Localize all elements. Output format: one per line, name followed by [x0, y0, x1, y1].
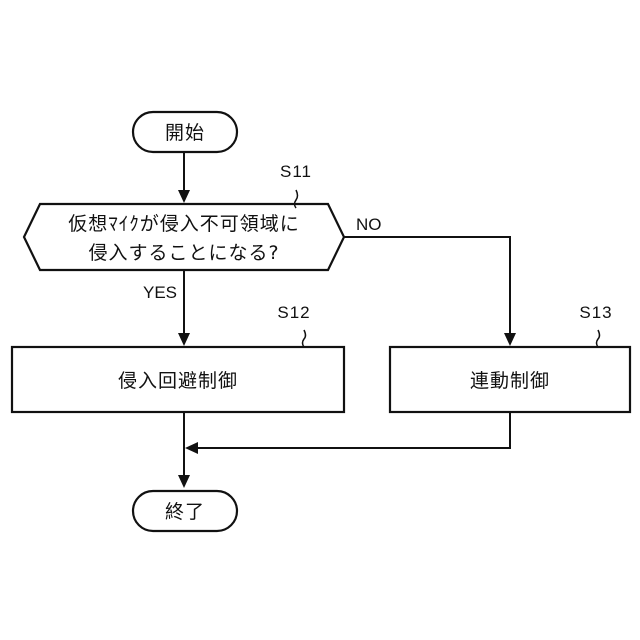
step-s13-leader	[597, 330, 600, 347]
process-link-label: 連動制御	[470, 370, 550, 392]
connector-link-merge	[194, 412, 510, 448]
process-avoid: 侵入回避制御	[12, 347, 344, 412]
process-avoid-label: 侵入回避制御	[118, 370, 238, 392]
decision-node: 仮想ﾏｲｸが侵入不可領域に 侵入することになる?	[24, 204, 344, 270]
arrowhead-start-to-decision	[178, 190, 190, 203]
branch-yes-label: YES	[143, 283, 177, 302]
end-terminal: 終了	[133, 491, 237, 531]
decision-label-line2: 侵入することになる?	[88, 242, 279, 264]
arrowhead-no	[504, 333, 516, 346]
step-s12-label: S12	[277, 303, 310, 322]
connector-decision-no	[344, 237, 510, 340]
arrowhead-to-end	[178, 475, 190, 488]
arrowhead-yes	[178, 333, 190, 346]
decision-label-line1: 仮想ﾏｲｸが侵入不可領域に	[68, 213, 300, 235]
branch-no-label: NO	[356, 215, 382, 234]
end-label: 終了	[165, 501, 205, 523]
process-link: 連動制御	[390, 347, 630, 412]
start-terminal: 開始	[133, 112, 237, 152]
start-label: 開始	[165, 122, 205, 144]
arrowhead-merge	[185, 442, 198, 454]
step-s13-label: S13	[579, 303, 612, 322]
step-s11-label: S11	[280, 162, 312, 181]
step-s12-leader	[303, 330, 306, 347]
